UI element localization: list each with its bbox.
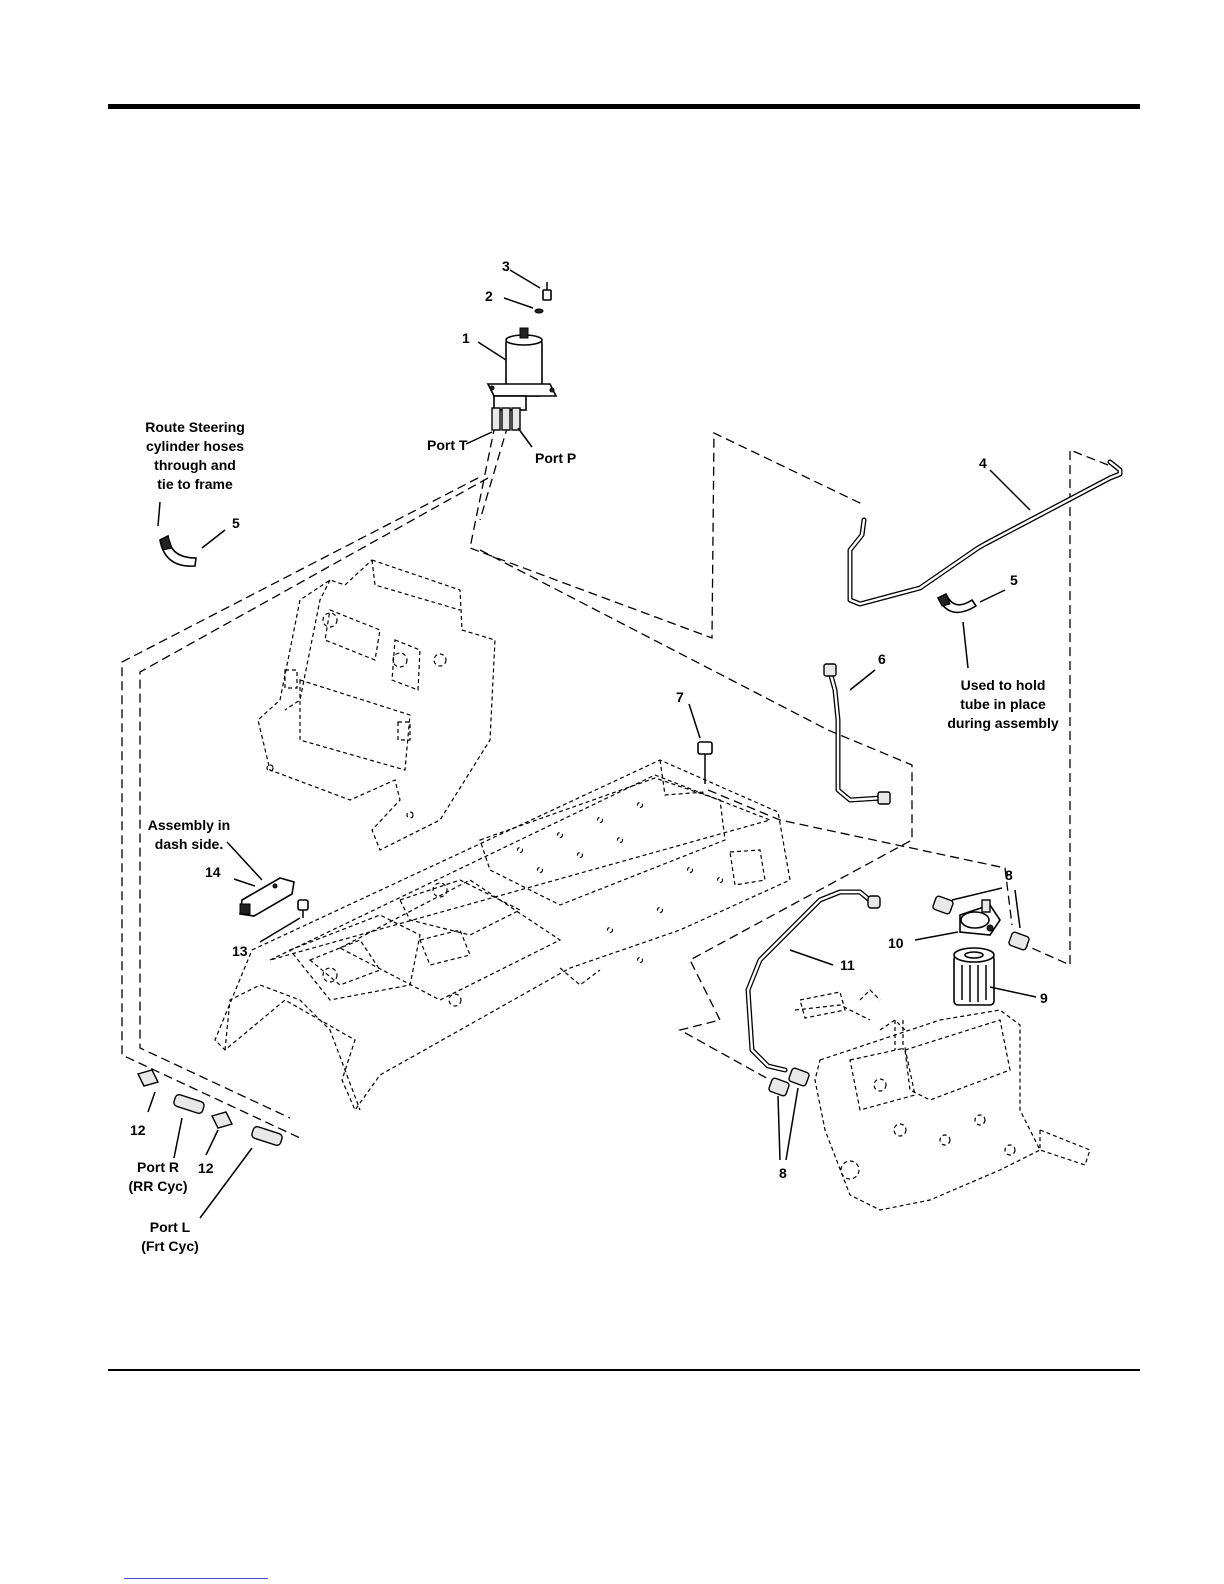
callout-12-a: 12: [130, 1122, 146, 1138]
filter-part-9: [954, 948, 994, 1005]
clamp-part-5-right: [938, 594, 976, 612]
footer-link-underline: [124, 1578, 268, 1579]
callout-12-b: 12: [198, 1160, 214, 1176]
callout-5-left: 5: [232, 515, 240, 531]
port-l-fitting: [251, 1126, 283, 1147]
footer-rule: [108, 1369, 1140, 1371]
svg-text:through and: through and: [154, 457, 236, 473]
screw-part-3: [543, 282, 551, 300]
fitting-part-8-d: [788, 1067, 810, 1086]
clamp-part-5-left: [160, 536, 196, 566]
port-t-label: Port T: [427, 437, 468, 453]
port-r-fitting: [173, 1094, 205, 1115]
callout-2: 2: [485, 288, 493, 304]
callout-8-top: 8: [1005, 867, 1013, 883]
callout-13: 13: [232, 943, 248, 959]
svg-text:Port R: Port R: [137, 1159, 179, 1175]
filter-head-part-10: [960, 900, 1000, 935]
callout-9: 9: [1040, 990, 1048, 1006]
tube-part-4: [850, 462, 1120, 604]
steering-valve: [488, 328, 556, 430]
port-l-label: Port L (Frt Cyc): [141, 1219, 199, 1254]
callout-5-right: 5: [1010, 572, 1018, 588]
elbow-part-12-a: [138, 1070, 158, 1086]
elbow-part-12-b: [212, 1112, 232, 1128]
fitting-part-8-c: [768, 1077, 790, 1096]
callout-11: 11: [840, 957, 855, 973]
port-p-label: Port P: [535, 450, 576, 466]
text-labels: Port T Port P Route Steering cylinder ho…: [128, 419, 1058, 1254]
svg-text:during assembly: during assembly: [947, 715, 1058, 731]
fitting-part-8-a: [932, 895, 954, 914]
dash-panel: [258, 560, 495, 850]
svg-text:tube in place: tube in place: [960, 696, 1046, 712]
svg-text:Route Steering: Route Steering: [145, 419, 245, 435]
route-note: Route Steering cylinder hoses through an…: [145, 419, 245, 492]
callout-1: 1: [462, 330, 470, 346]
callout-3: 3: [502, 258, 510, 274]
fitting-part-8-b: [1008, 931, 1030, 950]
svg-text:(RR Cyc): (RR Cyc): [128, 1178, 187, 1194]
hold-note: Used to hold tube in place during assemb…: [947, 677, 1058, 731]
hose-part-11: [748, 892, 880, 1070]
callout-8-bottom: 8: [779, 1165, 787, 1181]
washer-part-2: [535, 309, 543, 313]
callout-6: 6: [878, 651, 886, 667]
transmission: [795, 990, 1090, 1210]
main-frame: [215, 760, 790, 1110]
callout-4: 4: [979, 455, 987, 471]
svg-text:tie to frame: tie to frame: [157, 476, 233, 492]
callout-numbers: 1 2 3 4 5 5 6 7 8 8 9 10 11 12 12 13 14: [130, 258, 1048, 1181]
callout-10: 10: [888, 935, 904, 951]
callout-14: 14: [205, 864, 221, 880]
port-r-label: Port R (RR Cyc): [128, 1159, 187, 1194]
svg-text:Assembly in: Assembly in: [148, 817, 230, 833]
leader-lines: [148, 270, 1036, 1218]
svg-text:Used to hold: Used to hold: [961, 677, 1046, 693]
dash-note: Assembly in dash side.: [148, 817, 230, 852]
callout-7: 7: [676, 689, 684, 705]
screw-part-13: [298, 900, 308, 918]
svg-text:cylinder hoses: cylinder hoses: [146, 438, 244, 454]
svg-text:Port L: Port L: [150, 1219, 191, 1235]
svg-text:(Frt Cyc): (Frt Cyc): [141, 1238, 199, 1254]
svg-text:dash side.: dash side.: [155, 836, 223, 852]
